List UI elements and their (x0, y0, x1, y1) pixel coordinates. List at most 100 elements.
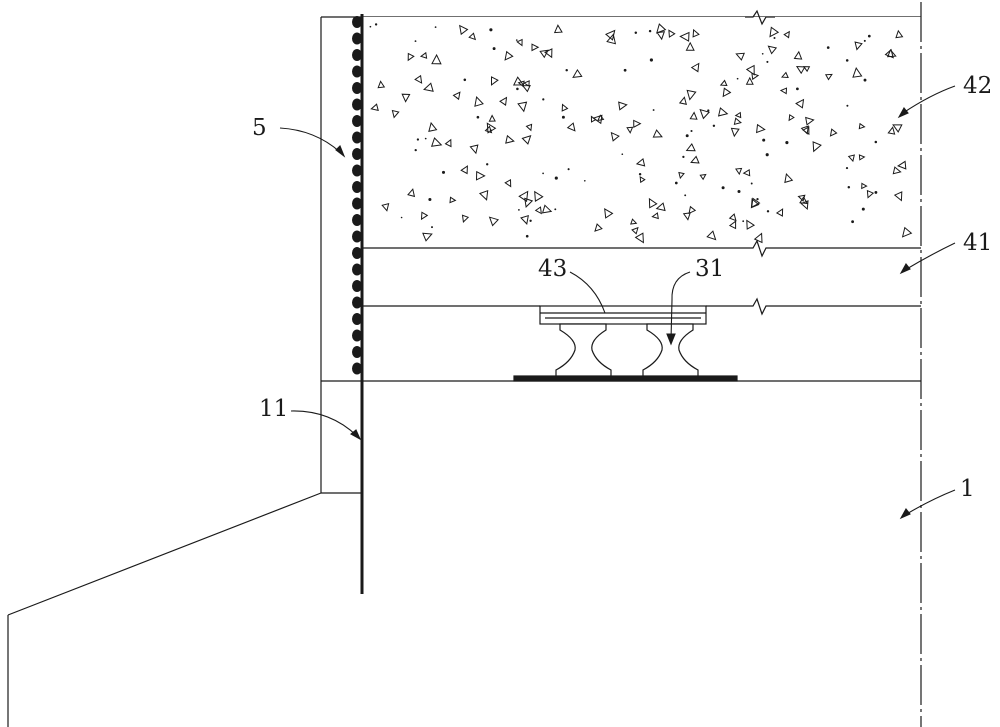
aggregate-mark (541, 204, 553, 214)
aggregate-mark (866, 189, 875, 199)
aggregate-mark (635, 158, 646, 167)
aggregate-mark (626, 126, 634, 134)
anchor-bead (352, 280, 362, 292)
aggregate-mark (518, 190, 529, 203)
aggregate-mark (722, 87, 732, 98)
aggregate-mark (682, 212, 691, 221)
aggregate-mark (566, 122, 576, 132)
aggregate-mark (604, 29, 616, 41)
sand-dot (765, 153, 769, 157)
aggregate-mark (594, 223, 603, 232)
anchor-bead (352, 296, 362, 309)
aggregate-mark (780, 71, 789, 79)
aggregate-mark (633, 119, 642, 129)
aggregate-mark (639, 175, 646, 184)
aggregate-mark (488, 216, 500, 227)
aggregate-mark (668, 29, 676, 38)
anchor-bead (352, 346, 362, 358)
reference-label-11: 11 (259, 396, 289, 422)
sand-dot (489, 129, 492, 132)
aggregate-mark (553, 24, 563, 34)
reference-label-43: 43 (538, 256, 568, 282)
aggregate-mark (618, 101, 628, 111)
sand-dot (874, 190, 878, 194)
sand-dot (567, 168, 570, 171)
aggregate-mark (824, 73, 833, 81)
anchor-bead (352, 131, 362, 144)
aggregate-mark (800, 200, 809, 211)
sand-dot (434, 26, 437, 28)
aggregate-mark (377, 80, 386, 89)
sand-dot (682, 155, 685, 159)
sand-dot (712, 124, 716, 128)
aggregate-mark (431, 53, 442, 65)
aggregate-mark (520, 214, 529, 225)
sand-dot (414, 148, 417, 152)
concrete-layer-42 (362, 17, 921, 248)
aggregate-mark (419, 51, 428, 59)
aggregate-mark (784, 172, 794, 184)
aggregate-mark (783, 30, 790, 39)
aggregate-mark (678, 171, 685, 180)
aggregate-mark (474, 95, 484, 107)
sand-dot (773, 36, 776, 40)
sand-dot (845, 59, 849, 62)
sand-dot (863, 39, 866, 42)
sand-dot (652, 109, 655, 111)
aggregate-mark (414, 74, 423, 84)
sand-dot (649, 58, 653, 62)
aggregate-mark (420, 211, 429, 221)
sand-dot (796, 87, 799, 91)
sand-dot (529, 219, 532, 222)
aggregate-mark (459, 24, 469, 36)
sand-dot (867, 34, 871, 38)
aggregate-mark (631, 226, 639, 235)
aggregate-mark (901, 226, 913, 238)
aggregate-mark (692, 28, 700, 38)
sand-dot (554, 176, 558, 180)
track-assembly (513, 305, 738, 382)
aggregate-mark (648, 197, 658, 209)
aggregate-mark (423, 82, 434, 92)
reference-label-5: 5 (252, 115, 267, 141)
aggregate-mark (854, 41, 863, 51)
sand-dot (424, 137, 427, 140)
aggregate-mark (892, 124, 903, 133)
aggregate-mark (449, 196, 457, 204)
aggregate-mark (685, 143, 696, 152)
aggregate-mark (604, 207, 614, 219)
anchor-bead (352, 65, 362, 78)
aggregate-mark (512, 76, 525, 86)
aggregate-mark (460, 165, 468, 175)
aggregate-mark (505, 134, 515, 144)
leader-lines (279, 85, 956, 520)
aggregate-mark (521, 135, 532, 145)
sand-dot (525, 234, 529, 238)
sand-dot (684, 194, 687, 197)
sand-dot (707, 109, 710, 112)
sand-dot (766, 60, 769, 63)
aggregate-mark (590, 115, 597, 123)
aggregate-mark (430, 137, 443, 147)
sand-dot (476, 115, 480, 119)
aggregate-mark (886, 49, 897, 58)
aggregate-mark (370, 103, 379, 112)
aggregate-mark (892, 166, 902, 175)
aggregate-mark (504, 50, 514, 61)
aggregate-mark (887, 126, 896, 135)
aggregate-mark (690, 155, 700, 164)
aggregate-mark (802, 126, 810, 136)
aggregate-mark (524, 197, 534, 208)
aggregate-mark (795, 98, 805, 109)
anchor-bead (352, 32, 362, 45)
reference-label-42: 42 (963, 73, 993, 99)
sand-dot (762, 138, 766, 142)
anchor-bead (352, 16, 362, 28)
sand-dot (742, 220, 745, 223)
aggregate-mark (391, 109, 400, 119)
sand-dot (515, 39, 518, 41)
anchor-bead (352, 247, 362, 259)
sand-dot (851, 220, 854, 224)
reference-label-31: 31 (695, 256, 725, 282)
sand-dot (737, 189, 741, 194)
